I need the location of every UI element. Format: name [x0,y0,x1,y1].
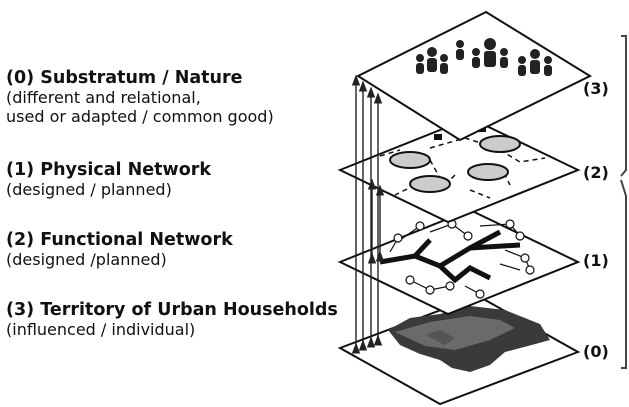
layer-0-plane [337,294,581,406]
legend-title: (2) Functional Network [6,230,233,250]
legend-title: (0) Substratum / Nature [6,68,243,88]
legend-subtitle: (different and relational, [6,88,201,107]
layer-0-label: (0) [583,342,609,361]
layer-2-label: (2) [583,163,609,182]
grouping-brackets [620,35,627,369]
layer-1-plane [337,208,581,316]
legend-entry-urban-households: (3) Territory of Urban Households (influ… [6,300,338,339]
legend-title: (3) Territory of Urban Households [6,300,338,320]
legend-subtitle: (influenced / individual) [6,320,196,339]
layer-1-label: (1) [583,251,609,270]
people-icons [416,38,552,76]
legend-entry-physical-network: (1) Physical Network (designed / planned… [6,160,211,199]
layer-3-label: (3) [583,79,609,98]
connection-arrows [351,74,385,354]
layer-3-plane [355,10,593,142]
legend-entry-functional-network: (2) Functional Network (designed /planne… [6,230,233,269]
legend-entry-substratum: (0) Substratum / Nature (different and r… [6,68,274,126]
legend-subtitle: (designed / planned) [6,180,172,199]
legend-title: (1) Physical Network [6,160,211,180]
legend-subtitle: (designed /planned) [6,250,167,269]
legend-subtitle: used or adapted / common good) [6,107,274,126]
